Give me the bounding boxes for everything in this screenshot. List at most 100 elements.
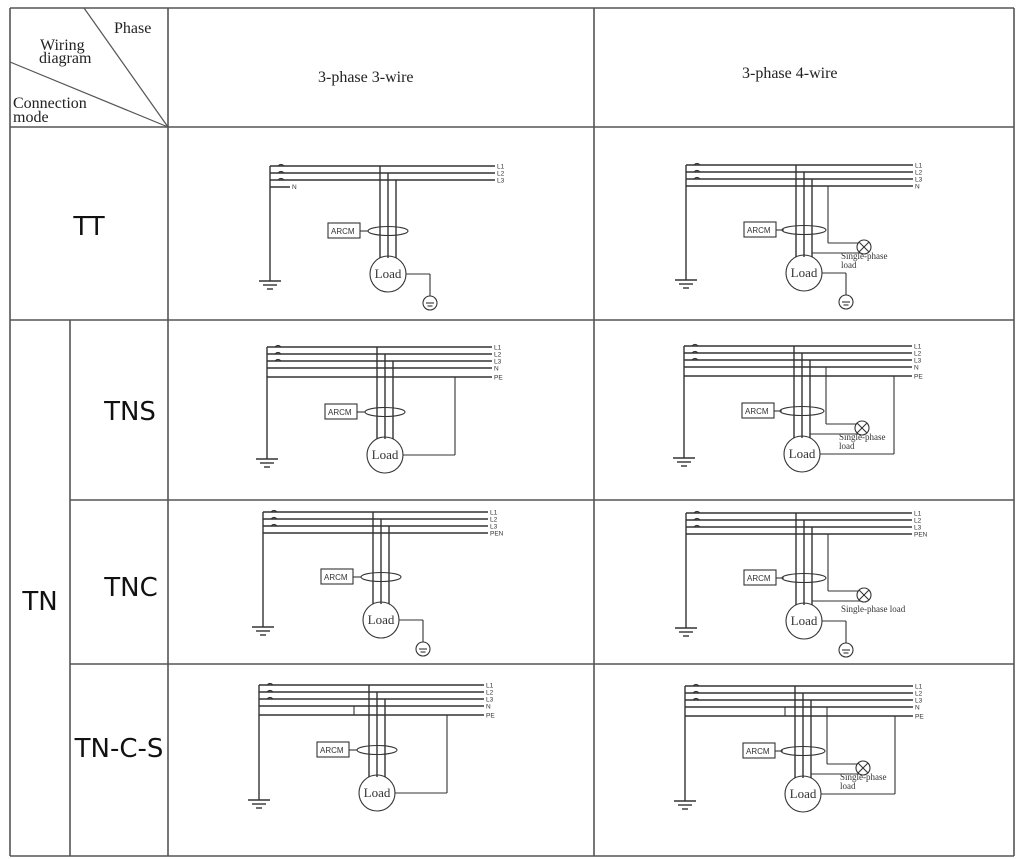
conductor-label-pen: PEN bbox=[914, 532, 928, 539]
source-coil-icon bbox=[274, 358, 282, 362]
protective-earth-icon bbox=[838, 642, 854, 658]
conductor-label-l2: L2 bbox=[915, 691, 923, 698]
conductor-label-l2: L2 bbox=[486, 690, 494, 697]
connection-label-line1: Connection bbox=[13, 95, 87, 112]
source-coil-icon bbox=[270, 509, 278, 513]
conductor-label-pe: PE bbox=[486, 713, 495, 720]
conductor-label-n: N bbox=[915, 184, 920, 191]
source-coil-icon bbox=[274, 344, 282, 348]
neutral-stub-label: N bbox=[292, 184, 297, 191]
conductor-label-l3: L3 bbox=[486, 697, 494, 704]
table-grid bbox=[9, 7, 1015, 857]
source-coil-icon bbox=[693, 162, 701, 166]
conductor-label-pen: PEN bbox=[490, 531, 504, 538]
source-coil-icon bbox=[691, 343, 699, 347]
source-coil-icon bbox=[270, 516, 278, 520]
single-phase-load-label-2: load bbox=[840, 781, 856, 791]
lamp-cross bbox=[856, 422, 868, 434]
arcm-label: ARCM bbox=[747, 226, 771, 235]
conductor-label-n: N bbox=[494, 366, 499, 373]
conductor-label-l1: L1 bbox=[914, 344, 922, 351]
lamp-icon bbox=[856, 587, 872, 603]
protective-earth-icon bbox=[422, 295, 438, 311]
mode-label-tt: TT bbox=[72, 212, 104, 242]
protective-earth-icon bbox=[838, 294, 854, 310]
source-coil-icon bbox=[693, 169, 701, 173]
source-coil-icon bbox=[277, 163, 285, 167]
source-coil-icon bbox=[691, 357, 699, 361]
lamp-cross bbox=[858, 589, 870, 601]
source-coil-icon bbox=[266, 682, 274, 686]
conductor-label-l3: L3 bbox=[914, 358, 922, 365]
column-header-3p4w: 3-phase 4-wire bbox=[742, 65, 838, 82]
source-coil-icon bbox=[691, 350, 699, 354]
conductor-label-l2: L2 bbox=[490, 517, 498, 524]
conductor-label-l1: L1 bbox=[915, 684, 923, 691]
connection-label-line2: mode bbox=[13, 109, 49, 126]
arcm-label: ARCM bbox=[331, 227, 355, 236]
source-coil-icon bbox=[693, 176, 701, 180]
mode-label-tnc: TNC bbox=[103, 573, 158, 603]
conductor-label-n: N bbox=[486, 704, 491, 711]
lamp-icon bbox=[854, 420, 870, 436]
source-coil-icon bbox=[266, 689, 274, 693]
conductor-label-l2: L2 bbox=[915, 170, 923, 177]
conductor-label-l1: L1 bbox=[486, 683, 494, 690]
arcm-label: ARCM bbox=[320, 746, 344, 755]
source-coil-icon bbox=[277, 177, 285, 181]
conductor-label-l1: L1 bbox=[914, 511, 922, 518]
load-label: Load bbox=[375, 266, 402, 281]
lamp-icon bbox=[855, 760, 871, 776]
single-phase-load-label: Single-phase bbox=[840, 772, 887, 782]
mode-label-tns: TNS bbox=[103, 397, 156, 427]
conductor-label-l2: L2 bbox=[914, 518, 922, 525]
protective-earth-icon bbox=[415, 641, 431, 657]
conductor-label-l1: L1 bbox=[915, 163, 923, 170]
load-label: Load bbox=[364, 785, 391, 800]
conductor-label-l1: L1 bbox=[494, 345, 502, 352]
load-label: Load bbox=[791, 265, 818, 280]
phase-label: Phase bbox=[114, 20, 151, 37]
single-phase-load-label-2: load bbox=[841, 260, 857, 270]
conductor-label-l2: L2 bbox=[914, 351, 922, 358]
conductor-label-l3: L3 bbox=[494, 359, 502, 366]
wiring-label-line1: Wiring bbox=[40, 37, 85, 54]
source-coil-icon bbox=[266, 696, 274, 700]
arcm-label: ARCM bbox=[324, 573, 348, 582]
conductor-label-l3: L3 bbox=[915, 177, 923, 184]
conductor-label-l2: L2 bbox=[494, 352, 502, 359]
load-label: Load bbox=[789, 446, 816, 461]
conductor-label-n: N bbox=[914, 365, 919, 372]
source-coil-icon bbox=[270, 523, 278, 527]
lamp-cross bbox=[858, 241, 870, 253]
source-coil-icon bbox=[693, 524, 701, 528]
single-phase-load-label: Single-phase bbox=[839, 432, 886, 442]
lamp-cross bbox=[857, 762, 869, 774]
load-label: Load bbox=[790, 786, 817, 801]
source-coil-icon bbox=[693, 517, 701, 521]
single-phase-load-label: Single-phase bbox=[841, 251, 888, 261]
conductor-label-l3: L3 bbox=[914, 525, 922, 532]
source-coil-icon bbox=[693, 510, 701, 514]
arcm-label: ARCM bbox=[745, 407, 769, 416]
lamp-icon bbox=[856, 239, 872, 255]
conductor-label-l1: L1 bbox=[490, 510, 498, 517]
source-coil-icon bbox=[692, 690, 700, 694]
conductor-label-l3: L3 bbox=[490, 524, 498, 531]
conductor-label-n: N bbox=[915, 705, 920, 712]
arcm-label: ARCM bbox=[746, 747, 770, 756]
source-coil-icon bbox=[692, 697, 700, 701]
arcm-label: ARCM bbox=[328, 408, 352, 417]
conductor-label-pe: PE bbox=[494, 375, 503, 382]
single-phase-load-label-2: load bbox=[839, 441, 855, 451]
load-label: Load bbox=[368, 612, 395, 627]
conductor-label-pe: PE bbox=[915, 714, 924, 721]
